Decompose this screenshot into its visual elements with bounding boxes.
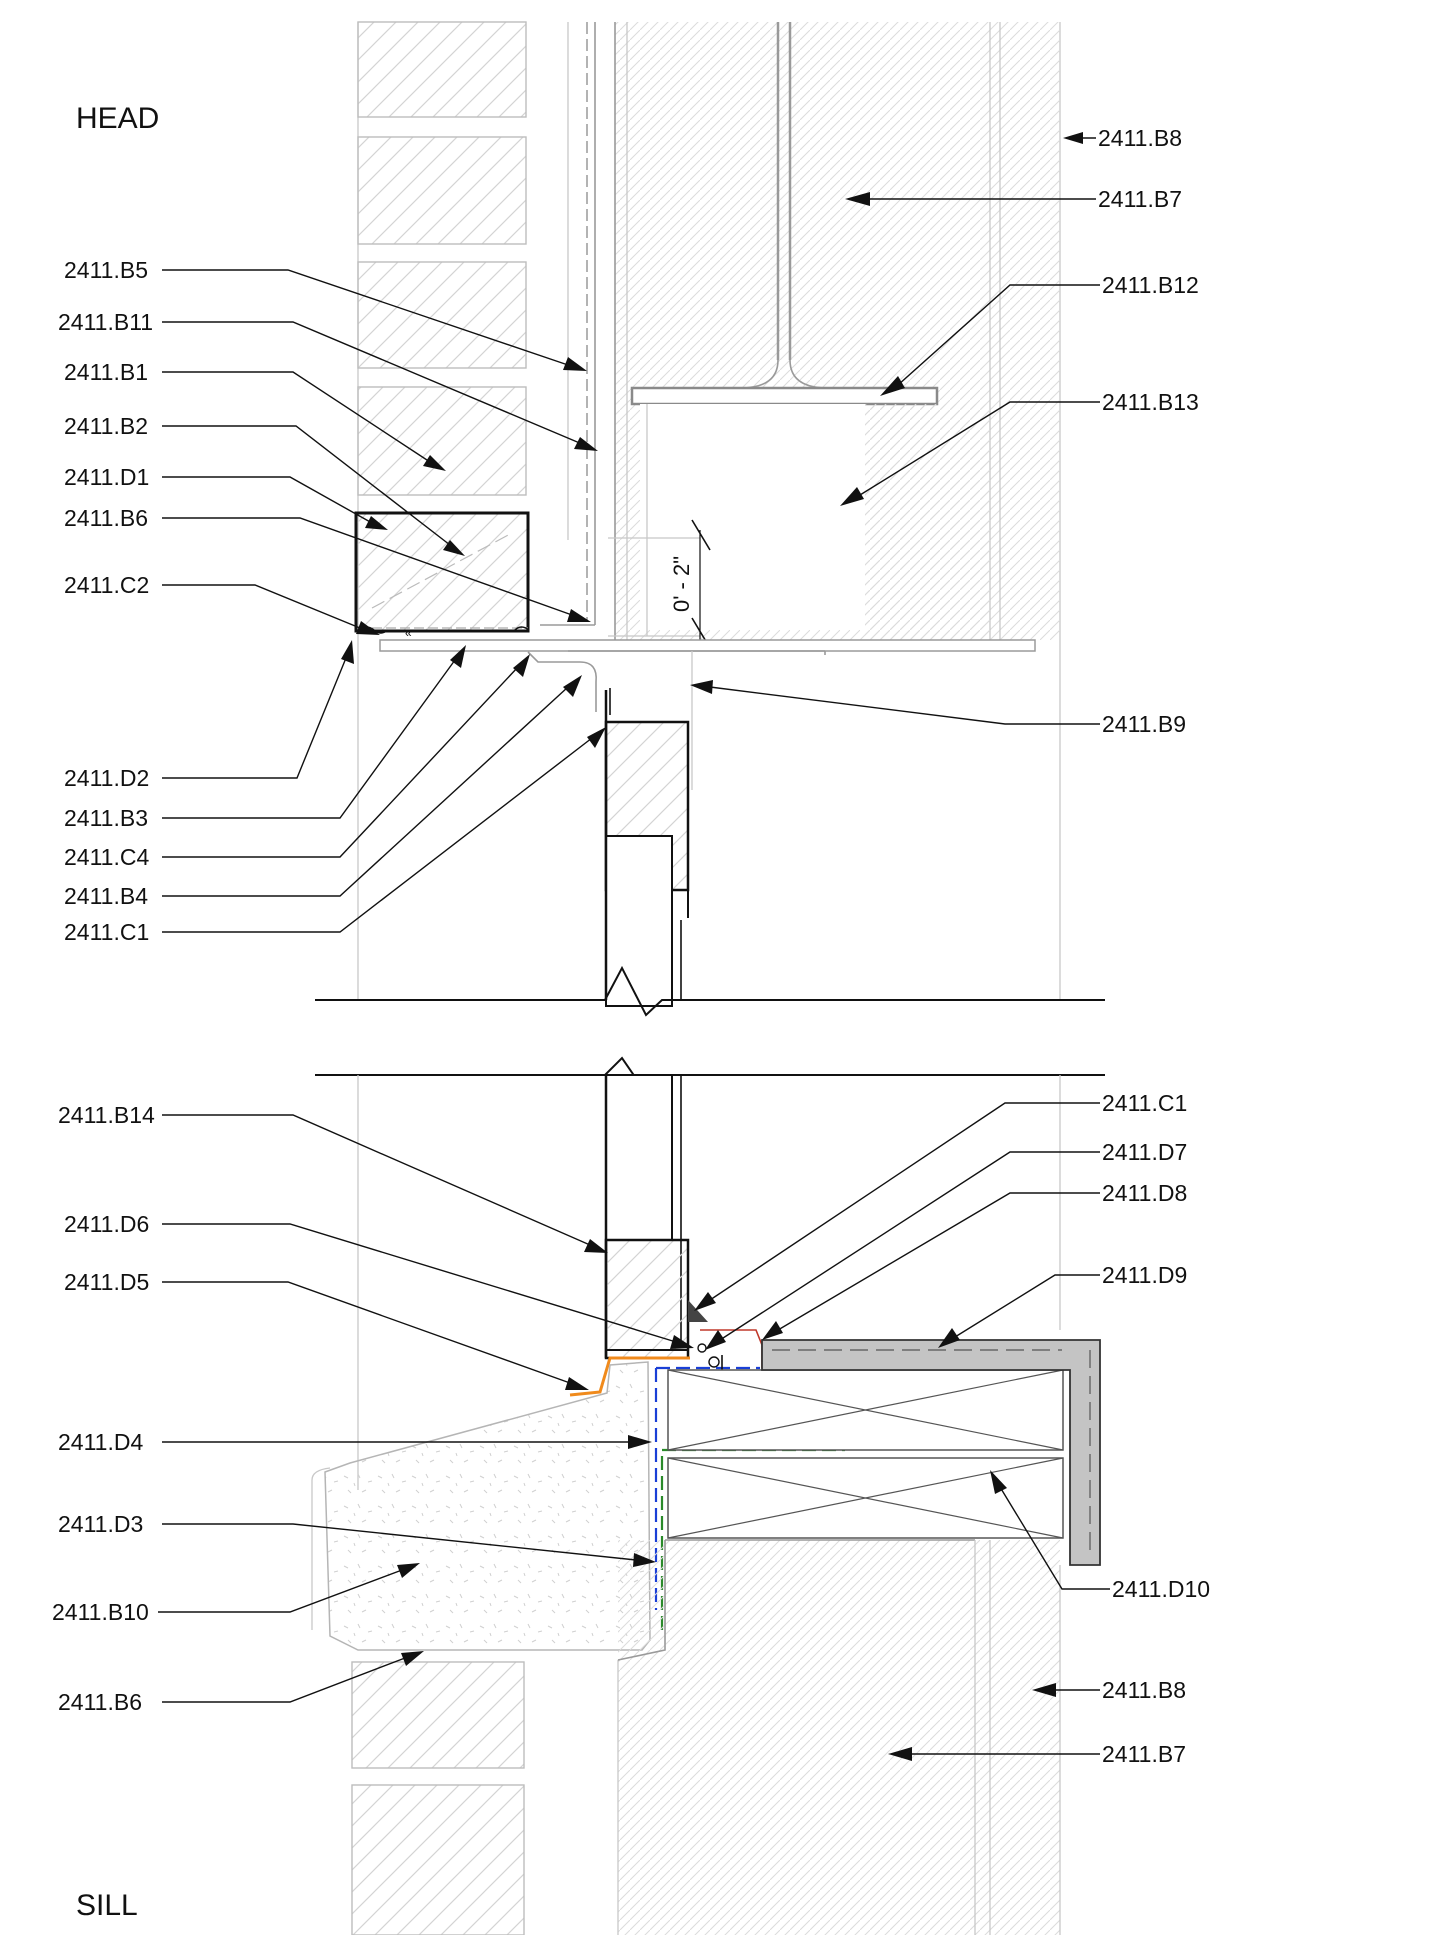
- brick-veneer-head: [357, 21, 527, 496]
- label-sill-2411-d10: 2411.D10: [1112, 1576, 1210, 1602]
- steel-lintel-angle: [379, 639, 1036, 652]
- label-head-2411-b7: 2411.B7: [1098, 186, 1182, 212]
- label-head-2411-c4: 2411.C4: [64, 844, 149, 870]
- label-head-2411-b5: 2411.B5: [64, 257, 148, 283]
- label-sill-2411-d5: 2411.D5: [64, 1269, 149, 1295]
- sill-callouts: 2411.B14 2411.C1 2411.D7 2411.D8 2411.D6…: [52, 1090, 1210, 1767]
- head-callouts: 2411.B8 2411.B7 2411.B12 2411.B13 2411.B…: [58, 125, 1199, 945]
- label-sill-2411-b7: 2411.B7: [1102, 1741, 1186, 1767]
- precast-sill: [324, 1361, 651, 1651]
- label-head-2411-d2: 2411.D2: [64, 765, 149, 791]
- label-sill-2411-b10: 2411.B10: [52, 1599, 149, 1625]
- head-flashing: [527, 651, 597, 712]
- label-head-2411-d1: 2411.D1: [64, 464, 149, 490]
- label-sill-2411-d3: 2411.D3: [58, 1511, 143, 1537]
- label-head-2411-c1: 2411.C1: [64, 919, 149, 945]
- sill-section: [311, 1056, 1105, 1935]
- label-head-2411-b6: 2411.B6: [64, 505, 148, 531]
- sill-pan-flashing: [569, 1356, 690, 1397]
- break-line-lower: [315, 1056, 1105, 1095]
- label-head-2411-b3: 2411.B3: [64, 805, 148, 831]
- label-head-2411-b2: 2411.B2: [64, 413, 148, 439]
- label-head-2411-b9: 2411.B9: [1102, 711, 1186, 737]
- label-sill-2411-d7: 2411.D7: [1102, 1139, 1187, 1165]
- break-line-upper: [315, 965, 1105, 1017]
- label-head-2411-c2: 2411.C2: [64, 572, 149, 598]
- brick-veneer-sill: [351, 1661, 525, 1935]
- label-sill-2411-d6: 2411.D6: [64, 1211, 149, 1237]
- interior-sill-cover: [761, 1339, 1101, 1566]
- svg-text:«: «: [405, 626, 412, 640]
- label-head-2411-b1: 2411.B1: [64, 359, 148, 385]
- label-head-2411-b8: 2411.B8: [1098, 125, 1182, 151]
- label-sill-2411-b14: 2411.B14: [58, 1102, 155, 1128]
- label-sill-2411-d4: 2411.D4: [58, 1429, 143, 1455]
- label-head-2411-b13: 2411.B13: [1102, 389, 1199, 415]
- label-sill-2411-b8: 2411.B8: [1102, 1677, 1186, 1703]
- label-sill-2411-b6: 2411.B6: [58, 1689, 142, 1715]
- label-sill-2411-c1: 2411.C1: [1102, 1090, 1187, 1116]
- label-head-2411-b12: 2411.B12: [1102, 272, 1199, 298]
- lintel-block: [354, 511, 530, 633]
- sill-title: SILL: [76, 1889, 138, 1922]
- label-head-2411-b11: 2411.B11: [58, 309, 153, 335]
- head-title: HEAD: [76, 102, 159, 135]
- dimension-text: 0' - 2": [669, 556, 694, 612]
- head-section: 0' - 2" «: [315, 21, 1105, 1017]
- label-head-2411-b4: 2411.B4: [64, 883, 148, 909]
- label-sill-2411-d8: 2411.D8: [1102, 1180, 1187, 1206]
- label-sill-2411-d9: 2411.D9: [1102, 1262, 1187, 1288]
